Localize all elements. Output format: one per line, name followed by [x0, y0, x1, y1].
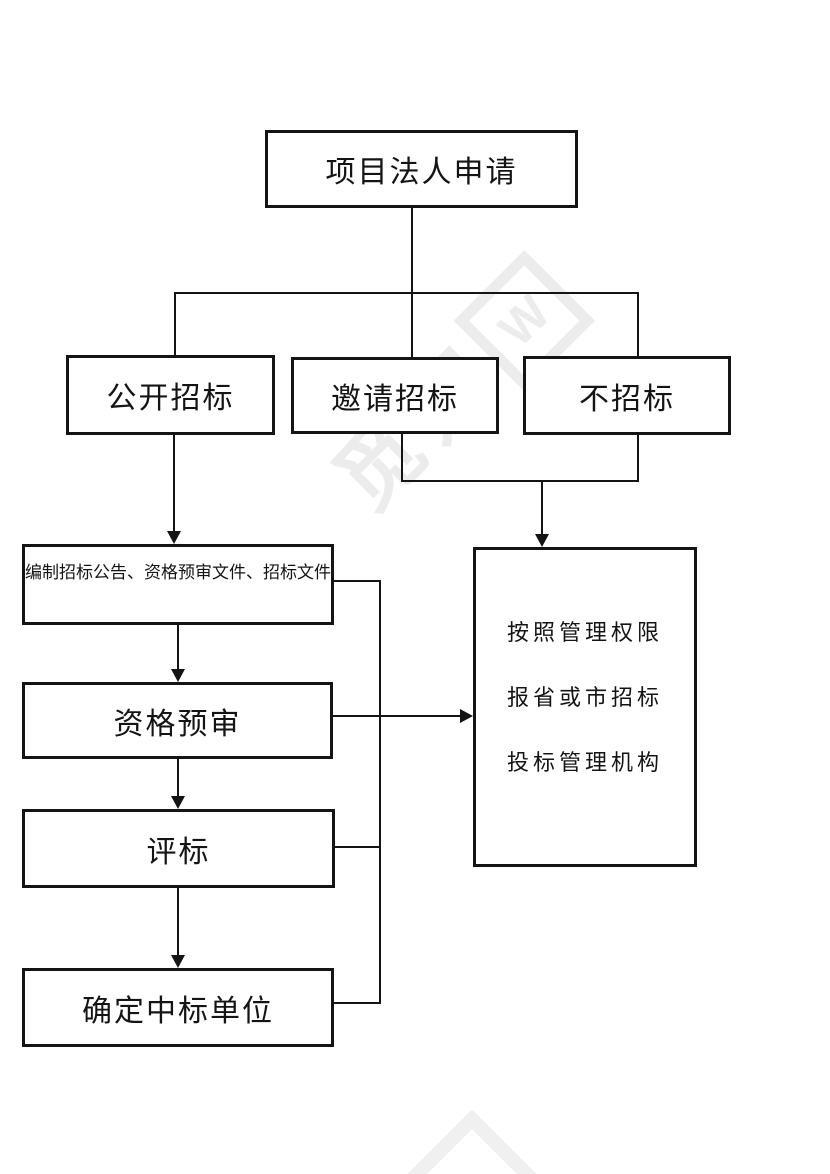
node-determine-winner: 确定中标单位 [22, 968, 334, 1047]
node-label: 编制招标公告、资格预审文件、招标文件 [25, 563, 331, 582]
connector-prequal-to-eval [177, 759, 179, 798]
connector-eval-to-winner [177, 888, 179, 957]
connector-prepare-to-prequal [177, 625, 179, 671]
node-label-line: 按照管理权限 [506, 619, 663, 645]
connector-bus-to-authority [541, 480, 543, 535]
connector-winner-to-collector [334, 1002, 381, 1004]
arrowhead-down-icon [171, 955, 185, 968]
connector-invited-drop [401, 434, 403, 482]
node-prequalification: 资格预审 [22, 682, 333, 759]
node-label: 邀请招标 [331, 382, 459, 416]
watermark-glyph: W [487, 284, 561, 358]
node-label: 资格预审 [113, 707, 242, 741]
node-authority-report: 按照管理权限 报省或市招标 投标管理机构 [473, 547, 697, 867]
arrowhead-right-icon [460, 709, 473, 723]
connector-prepare-to-collector [334, 580, 381, 582]
connector-branch-bus [174, 292, 639, 294]
node-label: 确定中标单位 [82, 994, 274, 1028]
connector-nobid-drop [637, 435, 639, 482]
arrowhead-down-icon [171, 669, 185, 682]
connector-bus-to-open [174, 292, 176, 355]
node-project-application: 项目法人申请 [265, 130, 578, 208]
arrowhead-down-icon [167, 531, 181, 544]
node-label-line: 报省或市招标 [506, 684, 663, 710]
connector-open-to-prepare [173, 435, 175, 534]
node-label: 不招标 [579, 382, 675, 416]
connector-bus-to-nobid [637, 292, 639, 356]
node-bid-evaluation: 评标 [22, 809, 335, 888]
node-label-stack: 按照管理权限 报省或市招标 投标管理机构 [507, 600, 663, 795]
node-label-line: 投标管理机构 [506, 749, 663, 775]
node-label: 评标 [146, 835, 211, 869]
connector-mid-bus [401, 480, 639, 482]
arrowhead-down-icon [171, 796, 185, 809]
node-open-bidding: 公开招标 [66, 355, 275, 435]
arrowhead-down-icon [535, 534, 549, 547]
node-label: 公开招标 [106, 382, 235, 415]
connector-eval-to-collector [335, 846, 381, 848]
watermark-diamond-bottom-icon: W [367, 1109, 577, 1174]
connector-title-to-invited [411, 208, 413, 357]
connector-prequal-to-authority [333, 715, 462, 717]
node-prepare-documents: 编制招标公告、资格预审文件、招标文件 [22, 544, 334, 625]
node-invited-bidding: 邀请招标 [291, 357, 499, 434]
connector-collector [379, 580, 381, 1004]
node-no-bidding: 不招标 [523, 356, 731, 435]
node-label: 项目法人申请 [325, 156, 518, 189]
